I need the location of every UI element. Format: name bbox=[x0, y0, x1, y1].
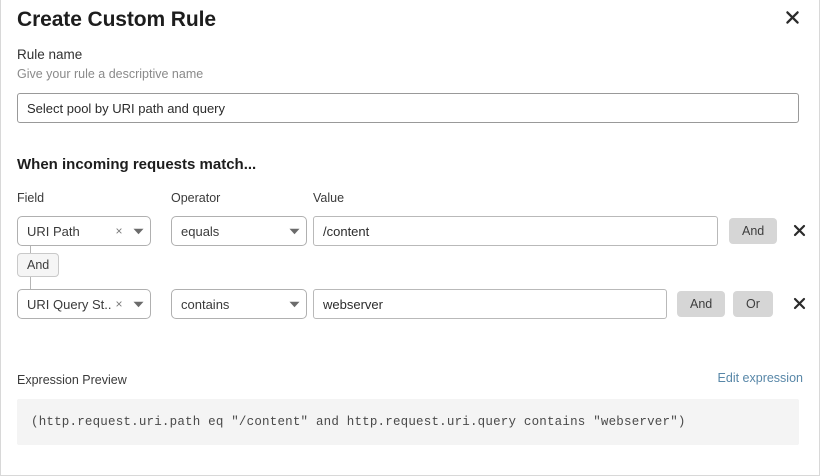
expression-preview-code: (http.request.uri.path eq "/content" and… bbox=[31, 415, 686, 429]
column-header-operator: Operator bbox=[171, 191, 221, 205]
chevron-down-icon[interactable] bbox=[126, 301, 150, 308]
clear-icon[interactable]: × bbox=[115, 224, 123, 238]
remove-condition-icon-1[interactable] bbox=[789, 220, 809, 240]
field-select-2-value: URI Query St... bbox=[27, 296, 112, 312]
and-button-2[interactable]: And bbox=[677, 291, 726, 317]
rule-name-label: Rule name bbox=[17, 47, 83, 62]
rule-name-help: Give your rule a descriptive name bbox=[17, 67, 204, 81]
column-header-value: Value bbox=[313, 191, 345, 205]
field-select-1-value: URI Path bbox=[27, 223, 80, 239]
page-title: Create Custom Rule bbox=[17, 8, 216, 31]
close-icon[interactable] bbox=[781, 6, 803, 28]
group-connector-badge[interactable]: And bbox=[17, 253, 60, 277]
field-select-1[interactable]: URI Path × bbox=[17, 216, 151, 246]
expression-preview-section: Expression Preview Edit expression (http… bbox=[17, 371, 803, 445]
remove-condition-icon-2[interactable] bbox=[789, 293, 809, 313]
expression-preview-label: Expression Preview bbox=[17, 373, 127, 387]
operator-select-1-value: equals bbox=[181, 223, 220, 239]
condition-row: URI Path × equals And bbox=[17, 216, 805, 246]
edit-expression-link[interactable]: Edit expression bbox=[717, 371, 803, 385]
operator-select-2[interactable]: contains bbox=[171, 289, 307, 319]
chevron-down-icon[interactable] bbox=[126, 228, 150, 235]
or-button-2[interactable]: Or bbox=[733, 291, 773, 317]
operator-select-2-value: contains bbox=[181, 296, 230, 312]
rule-name-input[interactable] bbox=[17, 93, 799, 123]
match-section-heading: When incoming requests match... bbox=[17, 156, 257, 173]
value-input-2[interactable] bbox=[313, 289, 667, 319]
condition-row: URI Query St... × contains And Or bbox=[17, 289, 805, 319]
dialog-header: Create Custom Rule bbox=[17, 0, 803, 46]
value-input-1[interactable] bbox=[313, 216, 718, 246]
chevron-down-icon[interactable] bbox=[282, 301, 306, 308]
condition-column-headers: Field Operator Value bbox=[17, 191, 803, 211]
and-button-1[interactable]: And bbox=[729, 218, 778, 244]
column-header-field: Field bbox=[17, 191, 45, 205]
condition-list: URI Path × equals And bbox=[17, 216, 805, 319]
field-select-2[interactable]: URI Query St... × bbox=[17, 289, 151, 319]
operator-select-1[interactable]: equals bbox=[171, 216, 307, 246]
rule-name-group: Rule name Give your rule a descriptive n… bbox=[17, 46, 803, 123]
chevron-down-icon[interactable] bbox=[282, 228, 306, 235]
clear-icon[interactable]: × bbox=[115, 297, 123, 311]
expression-preview-box: (http.request.uri.path eq "/content" and… bbox=[17, 399, 799, 445]
